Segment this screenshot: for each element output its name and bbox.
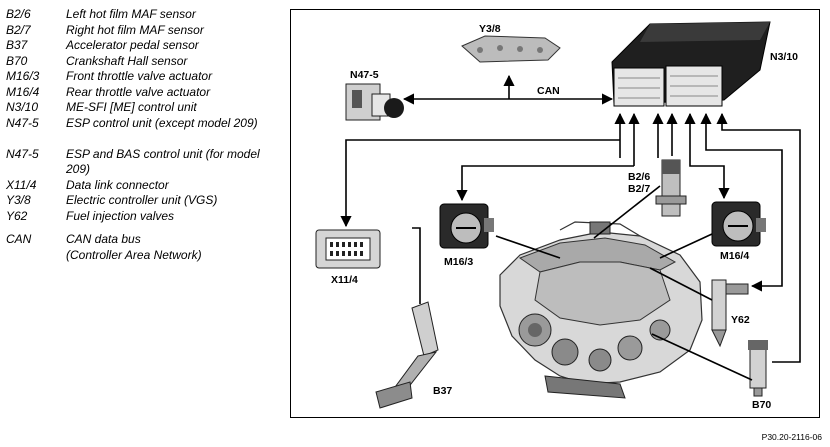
legend-code: CAN xyxy=(6,232,32,246)
legend-desc: ESP and BAS control unit (for model 209) xyxy=(66,146,260,177)
legend-desc: Fuel injection valves xyxy=(66,208,175,223)
label-n47-5: N47-5 xyxy=(350,69,379,81)
n47-5-illustration xyxy=(345,83,404,121)
y62-illustration xyxy=(711,279,749,348)
label-b2-6: B2/6 xyxy=(628,171,650,183)
label-b70: B70 xyxy=(752,399,771,411)
legend-desc: Front throttle valve actuator xyxy=(66,69,213,83)
legend-code: M16/3 xyxy=(6,69,40,83)
label-y62: Y62 xyxy=(731,314,750,326)
legend-code: B2/6 xyxy=(6,7,31,21)
legend-desc: CAN data bus (Controller Area Network) xyxy=(66,232,202,262)
y3-8-illustration xyxy=(461,35,561,63)
legend-desc: Right hot film MAF sensor xyxy=(66,22,204,37)
legend-desc: Data link connector xyxy=(66,177,169,192)
label-m16-4: M16/4 xyxy=(720,250,749,262)
label-b2-7: B2/7 xyxy=(628,183,650,195)
legend-code: M16/4 xyxy=(6,84,40,99)
connection-lines xyxy=(340,74,801,381)
legend-desc: ESP control unit (except model 209) xyxy=(66,115,258,130)
b70-illustration xyxy=(748,340,768,397)
ecu-n3-10-illustration xyxy=(611,21,771,107)
legend-desc: Left hot film MAF sensor xyxy=(66,7,196,21)
label-can: CAN xyxy=(537,85,560,97)
legend-code: N47-5 xyxy=(6,146,39,161)
m16-3-illustration xyxy=(439,203,494,249)
m16-4-illustration xyxy=(711,201,766,247)
legend-desc: Crankshaft Hall sensor xyxy=(66,53,188,68)
b37-illustration xyxy=(375,301,439,409)
legend-code: B70 xyxy=(6,53,28,68)
legend-code: Y62 xyxy=(6,208,28,223)
figure-reference: P30.20-2116-06 xyxy=(761,432,822,442)
legend-code: N3/10 xyxy=(6,100,39,114)
x11-4-illustration xyxy=(315,229,381,269)
label-x11-4: X11/4 xyxy=(331,274,358,286)
label-n3-10: N3/10 xyxy=(770,51,798,63)
legend-code: B2/7 xyxy=(6,22,31,37)
label-b37: B37 xyxy=(433,385,452,397)
legend-desc: Rear throttle valve actuator xyxy=(66,84,211,99)
label-y3-8: Y3/8 xyxy=(479,23,501,35)
legend-code: Y3/8 xyxy=(6,193,31,207)
engine-illustration xyxy=(499,221,703,399)
legend-desc: Accelerator pedal sensor xyxy=(66,38,199,52)
maf-sensor-illustration xyxy=(655,159,687,217)
diagram-frame xyxy=(290,9,820,418)
legend-desc: Electric controller unit (VGS) xyxy=(66,193,218,207)
legend-desc: ME-SFI [ME] control unit xyxy=(66,100,197,114)
legend-code: X11/4 xyxy=(6,177,37,192)
label-m16-3: M16/3 xyxy=(444,256,473,268)
legend-code: B37 xyxy=(6,38,28,52)
legend-code: N47-5 xyxy=(6,115,39,130)
